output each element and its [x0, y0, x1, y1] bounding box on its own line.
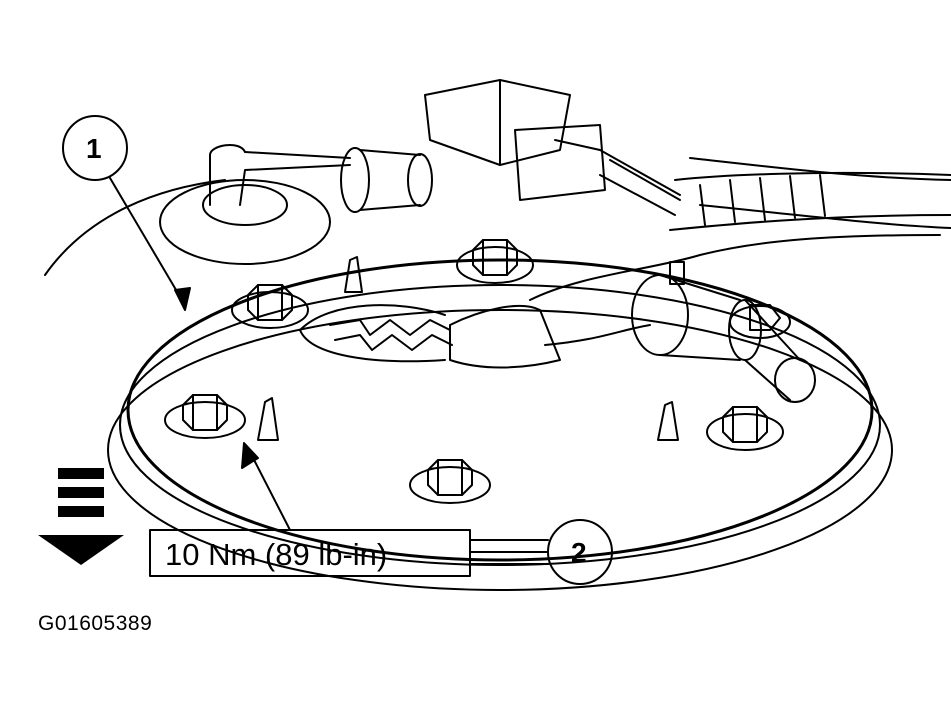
callout-2-number: 2: [571, 537, 587, 568]
flange-bolt-5: [706, 406, 784, 451]
figure-id: G01605389: [38, 612, 153, 635]
electrical-connector: [424, 79, 951, 231]
fuel-line-fitting: [159, 144, 433, 265]
locating-stud-3: [657, 401, 679, 441]
outlet-hose: [529, 234, 941, 403]
locating-stud-2: [257, 397, 279, 441]
flange-bolt-1: [231, 284, 309, 329]
internal-wiring: [329, 304, 561, 369]
locating-stud-1: [344, 256, 363, 293]
torque-spec-label: 10 Nm (89 lb-in): [165, 537, 387, 572]
tank-outline-left: [44, 179, 226, 276]
flange-bolt-4: [164, 394, 246, 439]
callout-2-leaders: [469, 539, 549, 565]
flange-bolt-3: [729, 304, 791, 339]
torque-label-leader: [249, 451, 291, 531]
callout-1-number: 1: [86, 133, 102, 164]
torque-label-box: [149, 529, 471, 577]
down-arrow-icon: [38, 468, 124, 565]
tank-outline-right: [689, 157, 951, 181]
pump-flange: [107, 258, 893, 591]
callout-1-leader: [109, 177, 183, 301]
callout-1-circle: [62, 115, 128, 181]
flange-bolt-2: [456, 239, 534, 284]
flange-bolt-6: [409, 459, 491, 504]
